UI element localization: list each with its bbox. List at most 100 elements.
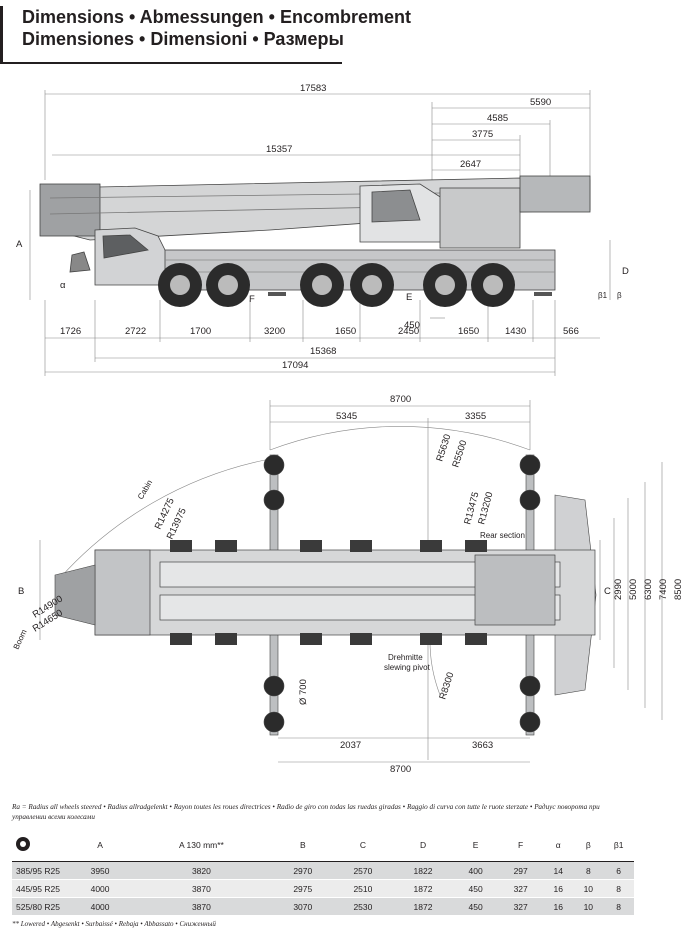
radius-r5500: R5500 (450, 439, 469, 469)
dim-8700-bottom: 8700 (390, 764, 411, 775)
table-cell: 10 (573, 879, 604, 898)
table-cell: 8 (573, 861, 604, 880)
table-cell: 8 (603, 879, 634, 898)
table-cell: 2970 (272, 861, 333, 880)
letter-e: E (406, 292, 412, 303)
table-row: 525/80 R25 4000 3870 3070 2530 1872 450 … (12, 897, 634, 916)
table-header: A 130 mm** (130, 829, 273, 862)
title-underline (0, 62, 342, 64)
wheel (206, 263, 250, 307)
wheel (300, 263, 344, 307)
table-header-row: A A 130 mm** B C D E F α β β1 (12, 829, 634, 862)
label-pivot-1: Drehmitte (388, 653, 423, 662)
dim-17094: 17094 (282, 360, 308, 371)
table-header: B (272, 829, 333, 862)
table-cell: 3870 (130, 879, 273, 898)
dim-1650-b: 1650 (458, 326, 479, 337)
table-cell: 297 (498, 861, 544, 880)
table-header: F (498, 829, 544, 862)
dim-3775: 3775 (472, 129, 493, 140)
title-line-2: Dimensiones • Dimensioni • Размеры (22, 29, 344, 49)
dim-2722: 2722 (125, 326, 146, 337)
title-block: Dimensions • Abmessungen • Encombrement … (0, 6, 412, 64)
dim-5000: 5000 (628, 579, 639, 600)
dim-1700: 1700 (190, 326, 211, 337)
label-cabin: Cabin (136, 478, 154, 501)
table-cell: 16 (543, 897, 574, 916)
table-cell: 3870 (130, 897, 273, 916)
top-view-drawing: 8700 5345 3355 R5630 R5500 R13475 R13200… (12, 394, 684, 775)
table-cell: 450 (453, 897, 499, 916)
table-cell: 450 (453, 879, 499, 898)
dim-3355: 3355 (465, 411, 486, 422)
letter-f: F (249, 294, 255, 305)
table-cell: 8 (603, 897, 634, 916)
dim-1650: 1650 (335, 326, 356, 337)
dim-3663: 3663 (472, 740, 493, 751)
footnote: ** Lowered • Abgesenkt • Surbaissé • Reb… (12, 920, 216, 928)
dim-8700-top: 8700 (390, 394, 411, 405)
table-cell: 2530 (332, 897, 393, 916)
letter-d: D (622, 266, 629, 277)
dim-2037: 2037 (340, 740, 361, 751)
table-cell: 327 (498, 897, 544, 916)
letter-c: C (604, 586, 611, 597)
label-pivot-2: slewing pivot (384, 663, 431, 672)
radius-r8300: R8300 (437, 671, 456, 701)
dim-2647: 2647 (460, 159, 481, 170)
table-header: β (573, 829, 604, 862)
table-cell: 2975 (272, 879, 333, 898)
table-cell: 400 (453, 861, 499, 880)
title-rule (0, 6, 3, 62)
title-line-1: Dimensions • Abmessungen • Encombrement (22, 7, 412, 27)
letter-b: B (18, 586, 24, 597)
table-cell: 6 (603, 861, 634, 880)
letter-a: A (16, 239, 23, 250)
dim-6300: 6300 (643, 579, 654, 600)
table-cell: 2570 (332, 861, 393, 880)
table-header: A (70, 829, 131, 862)
table-cell: 10 (573, 897, 604, 916)
table-row: 385/95 R25 3950 3820 2970 2570 1822 400 … (12, 861, 634, 880)
table-cell: 4000 (70, 897, 131, 916)
table-cell: 385/95 R25 (12, 861, 70, 880)
table-cell: 3070 (272, 897, 333, 916)
dim-5345: 5345 (336, 411, 357, 422)
table-header: C (332, 829, 393, 862)
table-cell: 3820 (130, 861, 273, 880)
table-header: D (392, 829, 454, 862)
radius-r5630: R5630 (434, 433, 453, 463)
dim-2450: 2450 (398, 326, 419, 337)
wheel (158, 263, 202, 307)
table-header: E (453, 829, 499, 862)
table-cell: 16 (543, 879, 574, 898)
dim-15357: 15357 (266, 144, 292, 155)
letter-alpha: α (60, 280, 66, 291)
table-cell: 1872 (392, 897, 454, 916)
tire-icon (16, 837, 30, 851)
side-view-drawing: 17583 5590 4585 3775 15357 2647 A D α β … (16, 83, 629, 376)
wheel (350, 263, 394, 307)
dim-7400: 7400 (658, 579, 669, 600)
table-cell: 2510 (332, 879, 393, 898)
table-cell: 1822 (392, 861, 454, 880)
legend-text: Ra = Radius all wheels steered • Radius … (12, 803, 600, 821)
table-cell: 3950 (70, 861, 131, 880)
dim-1430: 1430 (505, 326, 526, 337)
dim-8500: 8500 (673, 579, 684, 600)
label-rear-section: Rear section (480, 531, 525, 540)
table-cell: 4000 (70, 879, 131, 898)
letter-beta1: β1 (598, 291, 608, 300)
tire-size-header (12, 829, 70, 862)
spec-table: A A 130 mm** B C D E F α β β1 385/95 R25… (12, 829, 634, 916)
dim-4585: 4585 (487, 113, 508, 124)
table-cell: 14 (543, 861, 574, 880)
table-cell: 525/80 R25 (12, 897, 70, 916)
label-boom: Boom (12, 628, 29, 651)
dim-566: 566 (563, 326, 579, 337)
table-row: 445/95 R25 4000 3870 2975 2510 1872 450 … (12, 879, 634, 898)
table-cell: 1872 (392, 879, 454, 898)
table-header: β1 (603, 829, 634, 862)
dim-15368: 15368 (310, 346, 336, 357)
dim-1726: 1726 (60, 326, 81, 337)
